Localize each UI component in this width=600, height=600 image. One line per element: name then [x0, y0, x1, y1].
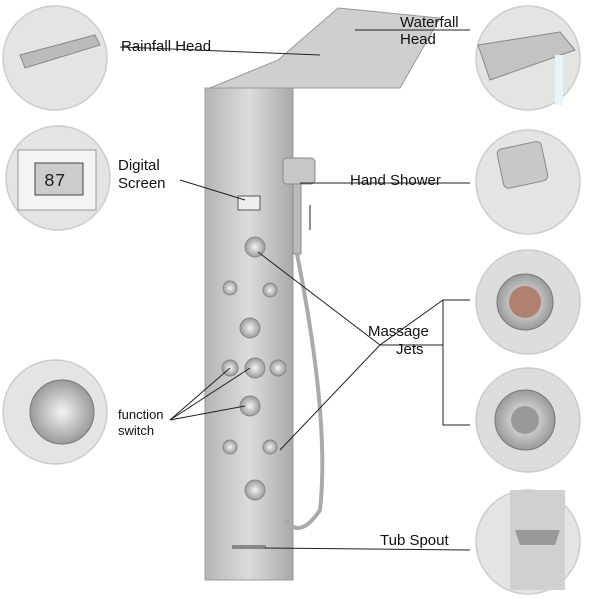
hose — [283, 253, 325, 530]
digital-screen-label-line1: Digital — [118, 157, 160, 174]
jet — [222, 439, 238, 455]
jet — [222, 280, 238, 296]
knob — [244, 236, 266, 258]
digital-screen — [237, 195, 261, 211]
jet — [262, 439, 278, 455]
massage-jets-label-line1: Massage — [368, 323, 429, 340]
knob — [244, 479, 266, 501]
rainfall-head-label: Rainfall Head — [121, 38, 212, 55]
hand-shower-label: Hand Shower — [350, 172, 441, 189]
waterfall-top — [209, 7, 441, 89]
tub-spout — [232, 545, 266, 549]
knob — [269, 359, 287, 377]
knob — [239, 395, 261, 417]
screen-reading: 87 — [44, 172, 66, 192]
hand-shower-head — [282, 157, 316, 185]
function-switch-label-line2: switch — [118, 423, 155, 438]
jet — [262, 282, 278, 298]
waterfall-head-label-line2: Head — [400, 31, 436, 48]
function-switch-label-line1: function — [118, 407, 164, 422]
waterfall-head-label-line1: Waterfall — [400, 14, 459, 31]
digital-screen-label-line2: Screen — [118, 175, 166, 192]
tub-spout-label: Tub Spout — [380, 532, 449, 549]
massage-jets-label-line2: Jets — [396, 341, 424, 358]
knob — [239, 317, 261, 339]
knob — [244, 357, 266, 379]
